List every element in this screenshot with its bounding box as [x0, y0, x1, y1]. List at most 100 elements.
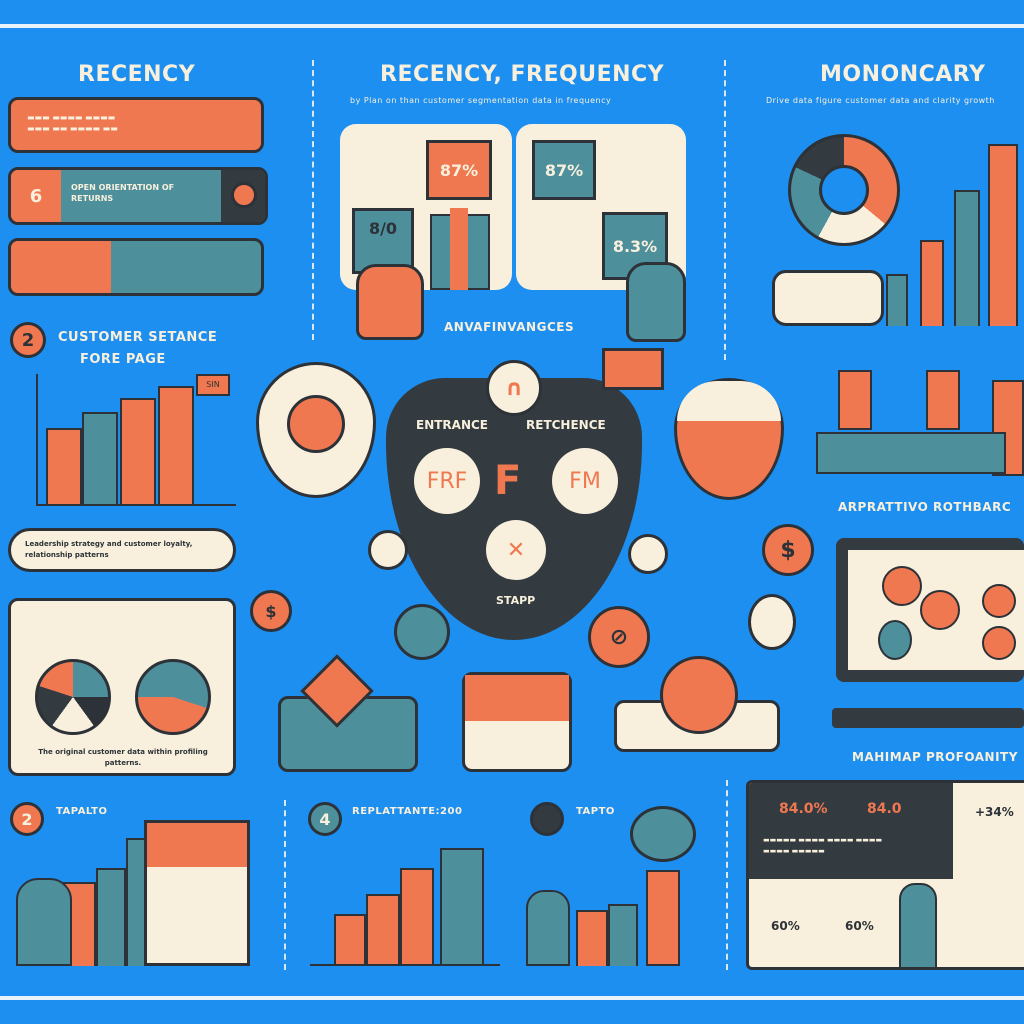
no-entry-icon: ⊘ [588, 606, 650, 668]
bar [366, 894, 400, 964]
pct-box: 87% [532, 140, 596, 200]
tag-box [602, 348, 664, 390]
dollar-icon: $ [762, 524, 814, 576]
chart-tag: SIN [196, 374, 230, 396]
bar [82, 412, 118, 504]
location-pin-left [256, 362, 376, 498]
pie-card: The original customer data within profil… [8, 598, 236, 776]
team-illustration [816, 340, 1024, 476]
pct-value: 84.0% [779, 801, 828, 817]
pie-chart [135, 659, 211, 735]
hand-icon [626, 262, 686, 342]
divider [312, 60, 314, 340]
bar [440, 848, 484, 964]
coin-icon [530, 802, 564, 836]
pct-value: 8/0 [368, 219, 398, 238]
recency-bar-chart: SIN [36, 374, 236, 506]
pct-value: 8.3% [612, 236, 658, 256]
section-title: ARPRATTIVO ROTHBARC [838, 500, 1012, 514]
node-frf[interactable]: FRF [414, 448, 480, 514]
pie-chart [35, 659, 111, 735]
hub-label-right: RETCHENCE [526, 418, 606, 432]
divider [726, 780, 728, 970]
bar [158, 386, 194, 504]
monetary-title: MONONCARY [820, 62, 986, 87]
target-icon [287, 395, 345, 453]
loyalty-card [278, 654, 418, 772]
recency-title: RECENCY [78, 62, 196, 87]
monitor [836, 538, 1024, 682]
bar [920, 240, 944, 326]
monitor-screen [848, 550, 1024, 670]
step-badge: 4 [308, 802, 342, 836]
step-title: TAPTO [576, 806, 615, 817]
location-pin-right [674, 378, 784, 500]
section-label: ANVAFINVANGCES [444, 320, 575, 334]
growth-bar-chart [310, 848, 500, 966]
bottom-rule [0, 996, 1024, 1000]
card-text: OPEN ORIENTATION OF RETURNS [71, 183, 175, 203]
monetary-subtitle: Drive data figure customer data and clar… [766, 96, 995, 105]
hub-label-bottom: STAPP [496, 594, 536, 607]
pct-value: 87% [544, 160, 584, 180]
info-bubble [748, 594, 796, 650]
team-chart-illustration [520, 870, 716, 966]
rf-card-left: 87% 8/0 [340, 124, 512, 290]
rfm-hub: ENTRANCE RETCHENCE FRF F FM ✕ STAPP [386, 378, 642, 640]
person-avatar [394, 604, 450, 660]
crossed-arrows-icon: ✕ [486, 520, 546, 580]
bar [886, 274, 908, 326]
bar [400, 868, 434, 964]
person-illustration [16, 878, 72, 966]
coins-icon [630, 806, 696, 862]
calendar-icon [144, 820, 250, 966]
pct-box: 8/0 [352, 208, 414, 274]
hub-label-left: ENTRANCE [416, 418, 488, 432]
calendar-chart [60, 820, 250, 966]
panel-header: 84.0% 84.0 ▬▬▬▬▬ ▬▬▬▬ ▬▬▬▬ ▬▬▬▬▬▬▬▬ ▬▬▬▬… [749, 783, 953, 879]
target-icon [221, 170, 265, 222]
badge-number: 6 [11, 170, 61, 222]
note-card: Leadership strategy and customer loyalty… [8, 528, 236, 572]
rf-title: RECENCY, FREQUENCY [380, 62, 665, 87]
pct-value: 87% [439, 160, 479, 180]
step-title: REPLATTANTE:200 [352, 806, 463, 817]
bar [954, 190, 980, 326]
pct-value: 84.0 [867, 801, 902, 817]
step-subtitle: FORE PAGE [80, 352, 166, 367]
info-bubble [628, 534, 668, 574]
divider [724, 60, 726, 360]
wallet-card [462, 672, 572, 772]
recency-badge-card: 6 OPEN ORIENTATION OF RETURNS [8, 167, 268, 225]
step-badge: 2 [10, 802, 44, 836]
arrow-chart-icon [430, 208, 490, 290]
target-icon [660, 656, 738, 734]
profitability-panel: 84.0% 84.0 ▬▬▬▬▬ ▬▬▬▬ ▬▬▬▬ ▬▬▬▬▬▬▬▬ ▬▬▬▬… [746, 780, 1024, 970]
top-rule [0, 24, 1024, 28]
divider [284, 800, 286, 970]
hand-icon [356, 264, 424, 340]
bar [334, 914, 366, 964]
pct-box: 87% [426, 140, 492, 200]
bar [120, 398, 156, 504]
recency-split-card [8, 238, 264, 296]
info-bubble [368, 530, 408, 570]
node-fm[interactable]: FM [552, 448, 618, 514]
pct-value: +34% [975, 805, 1014, 819]
pie-note: The original customer data within profil… [38, 748, 208, 767]
speech-bubble [772, 270, 884, 326]
keyboard[interactable] [832, 708, 1024, 728]
bar [46, 428, 82, 504]
step-title: CUSTOMER SETANCE [58, 330, 218, 345]
step-title: TAPALTO [56, 806, 108, 817]
recency-card: ▬▬▬ ▬▬▬▬ ▬▬▬▬▬▬▬ ▬▬ ▬▬▬▬ ▬▬ [8, 97, 264, 153]
note-text: Leadership strategy and customer loyalty… [25, 540, 193, 559]
pct-value: 60% [845, 919, 874, 933]
heart-icon [300, 654, 374, 728]
step-badge: 2 [10, 322, 46, 358]
donut-chart [788, 134, 900, 246]
person-illustration [899, 883, 937, 967]
bar [988, 144, 1018, 326]
pct-value: 60% [771, 919, 800, 933]
dollar-icon: $ [250, 590, 292, 632]
